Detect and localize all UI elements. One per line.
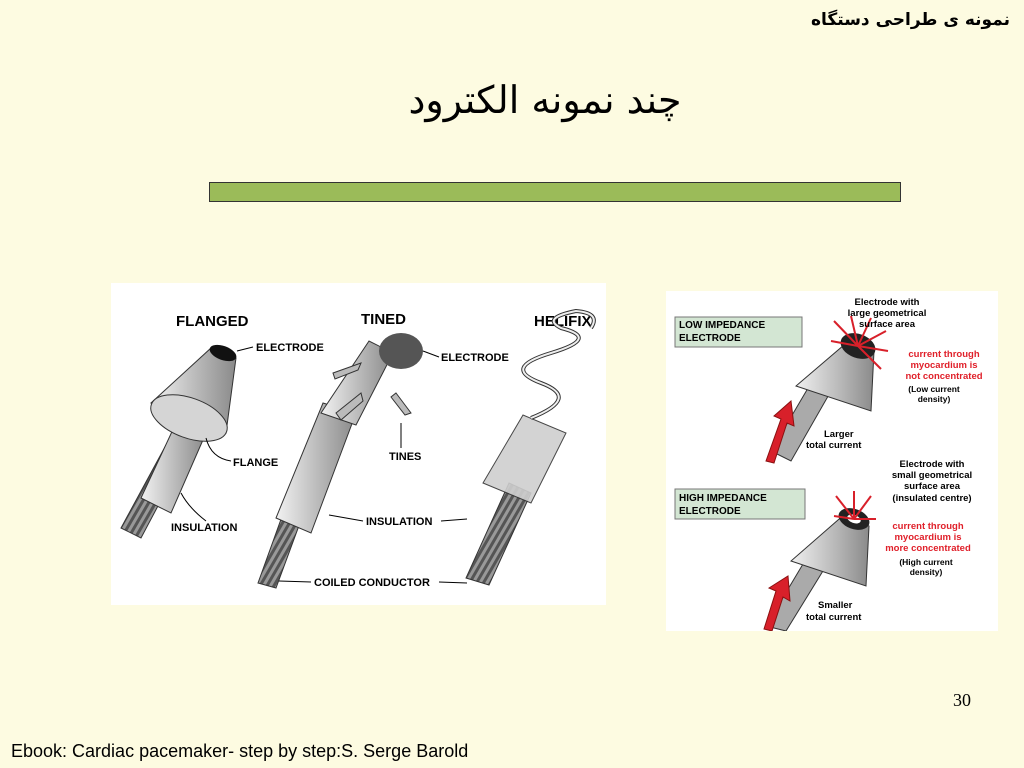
slide-title: چند نمونه الکترود (408, 78, 682, 122)
low-impedance-electrode (765, 315, 889, 464)
low-red-3: not concentrated (905, 371, 982, 382)
high-note-2: density) (910, 567, 943, 577)
heading-tined: TINED (361, 311, 406, 328)
low-note-2: density) (918, 394, 951, 404)
low-desc-2: large geometrical (848, 308, 927, 319)
flanged-electrode (120, 344, 237, 539)
high-desc-2: small geometrical (892, 470, 972, 481)
electrode-types-illustration: FLANGED TINED HELIFIX ELECTRODE FLANGE I… (120, 308, 596, 589)
high-box-line1: HIGH IMPEDANCE (679, 493, 767, 504)
high-red-1: current through (892, 521, 963, 532)
high-impedance-electrode (763, 491, 876, 632)
high-red-3: more concentrated (885, 543, 971, 554)
label-tines: TINES (389, 451, 421, 463)
high-current-2: total current (806, 612, 862, 623)
impedance-illustration: LOW IMPEDANCE ELECTRODE Electrode with l… (674, 297, 983, 632)
electrode-types-figure: FLANGED TINED HELIFIX ELECTRODE FLANGE I… (111, 283, 606, 605)
low-desc-1: Electrode with (855, 297, 920, 308)
high-desc-4: (insulated centre) (892, 493, 971, 504)
low-current-1: Larger (824, 429, 854, 440)
tined-electrode (257, 333, 423, 589)
low-desc-3: surface area (859, 319, 916, 330)
low-box-line1: LOW IMPEDANCE (679, 320, 765, 331)
label-electrode-tined: ELECTRODE (441, 352, 509, 364)
header-title: نمونه ی طراحی دستگاه (810, 10, 1010, 30)
low-red-1: current through (908, 349, 979, 360)
low-impedance-box (674, 316, 803, 348)
title-accent-bar (209, 182, 901, 202)
helifix-electrode (465, 308, 596, 586)
label-flange: FLANGE (233, 457, 278, 469)
low-current-2: total current (806, 440, 862, 451)
high-current-1: Smaller (818, 600, 853, 611)
label-insulation-left: INSULATION (171, 522, 237, 534)
high-note-1: (High current (899, 557, 953, 567)
high-desc-3: surface area (904, 481, 961, 492)
label-insulation-center: INSULATION (366, 516, 432, 528)
heading-helifix: HELIFIX (534, 313, 592, 330)
low-red-2: myocardium is (910, 360, 977, 371)
high-box-line2: ELECTRODE (679, 506, 741, 517)
high-impedance-box (674, 488, 806, 520)
label-electrode-flanged: ELECTRODE (256, 342, 324, 354)
low-note-1: (Low current (908, 384, 960, 394)
impedance-comparison-figure: LOW IMPEDANCE ELECTRODE Electrode with l… (666, 291, 998, 632)
source-credit: Ebook: Cardiac pacemaker- step by step:S… (11, 741, 469, 761)
label-coiled-conductor: COILED CONDUCTOR (314, 577, 430, 589)
high-red-2: myocardium is (894, 532, 961, 543)
high-desc-1: Electrode with (900, 459, 965, 470)
low-box-line2: ELECTRODE (679, 333, 741, 344)
page-number: 30 (953, 690, 971, 710)
heading-flanged: FLANGED (176, 313, 249, 330)
